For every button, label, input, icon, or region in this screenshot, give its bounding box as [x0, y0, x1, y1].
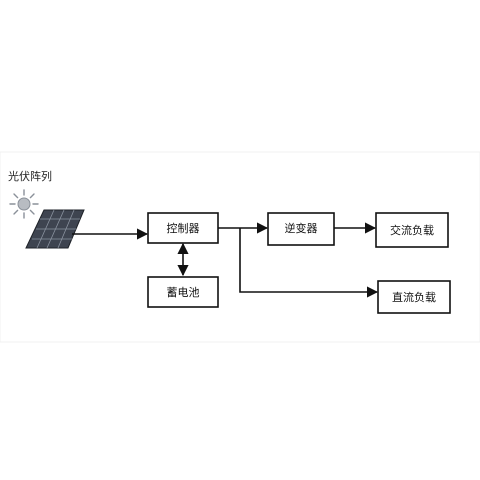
- battery-label: 蓄电池: [167, 286, 200, 299]
- sun-icon: [9, 189, 39, 219]
- controller-block: 控制器: [147, 212, 219, 244]
- ac-load-label: 交流负载: [390, 223, 434, 237]
- inverter-block: 逆变器: [267, 212, 335, 246]
- pv-array-label: 光伏阵列: [8, 169, 52, 183]
- inverter-label: 逆变器: [285, 221, 318, 235]
- dc-load-block: 直流负载: [377, 280, 451, 314]
- dc-load-label: 直流负载: [392, 290, 436, 304]
- controller-label: 控制器: [167, 221, 200, 235]
- controller-to-dc-load-arrow: [239, 228, 379, 298]
- solar-panel-icon: [25, 209, 85, 249]
- ac-load-block: 交流负载: [375, 212, 449, 248]
- battery-block: 蓄电池: [147, 276, 219, 308]
